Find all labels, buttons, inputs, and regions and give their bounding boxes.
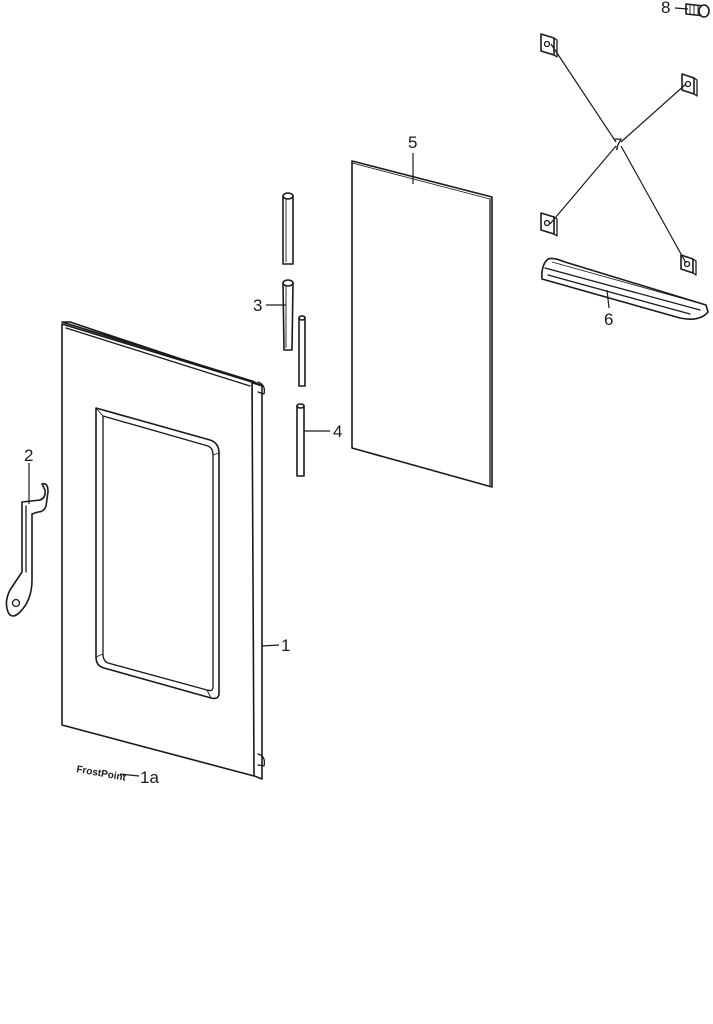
callout-door: 1 bbox=[281, 636, 290, 655]
logo-badge-part: FrostPoint bbox=[75, 764, 127, 784]
callout-screw: 8 bbox=[661, 0, 670, 17]
callout-glass-panel: 5 bbox=[408, 133, 417, 152]
glass-panel-part bbox=[351, 160, 493, 488]
door-part bbox=[61, 321, 266, 780]
bracket-bottom-left bbox=[540, 212, 558, 237]
callout-logo-badge: 1a bbox=[140, 768, 159, 787]
bracket-top-left bbox=[540, 33, 558, 58]
callout-hinge-pin-long: 3 bbox=[253, 296, 262, 315]
handle-part bbox=[541, 257, 709, 320]
mounting-brackets-part bbox=[540, 33, 698, 276]
hinge-pin-long-part bbox=[282, 192, 294, 351]
callout-hinge-pin-short: 4 bbox=[333, 422, 342, 441]
screw-part bbox=[685, 3, 710, 18]
callout-labels: 1 1a 2 3 4 5 6 7 8 bbox=[24, 0, 670, 787]
callout-door-latch: 2 bbox=[24, 446, 33, 465]
callout-handle: 6 bbox=[604, 310, 613, 329]
callout-mounting-brackets: 7 bbox=[613, 135, 622, 154]
hinge-pin-short-part bbox=[296, 315, 306, 477]
logo-badge-text: FrostPoint bbox=[75, 764, 127, 784]
bracket-top-right bbox=[681, 73, 698, 97]
door-latch-part bbox=[5, 482, 49, 617]
leader-lines bbox=[28, 7, 689, 777]
